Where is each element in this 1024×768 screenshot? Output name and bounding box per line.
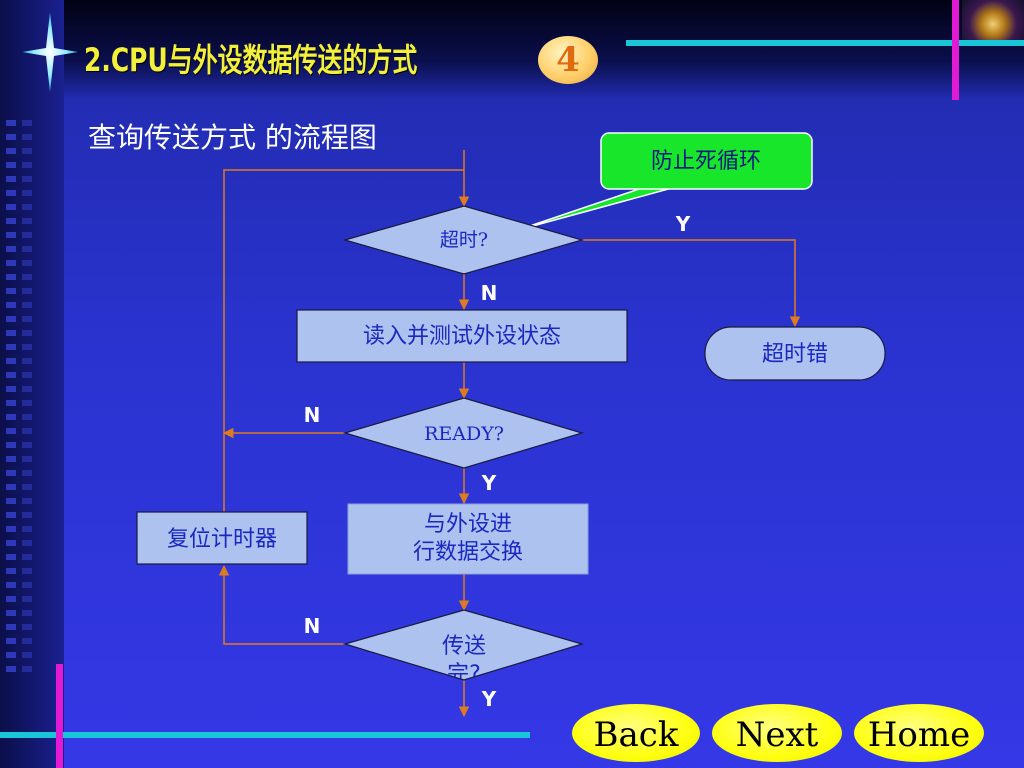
corner-decor-image (962, 0, 1024, 40)
callout-pointer (517, 187, 673, 231)
ready-decision-label: READY? (424, 423, 504, 445)
ready-no-label: N (304, 403, 321, 427)
callout-text: 防止死循环 (651, 149, 761, 174)
timeout-error-label: 超时错 (762, 342, 828, 367)
transfer-done-label-2: 完? (447, 662, 481, 687)
decor-line-magenta-top (952, 0, 959, 100)
ready-yes-label: Y (481, 471, 497, 495)
timeout-no-label: N (481, 281, 498, 305)
next-button[interactable]: Next (712, 704, 842, 762)
page-number-badge: 4 (538, 36, 598, 84)
timeout-decision (342, 205, 585, 275)
timeout-yes-label: Y (675, 212, 691, 236)
done-no-label: N (304, 614, 321, 638)
sparkle-star-icon (22, 12, 78, 92)
back-button[interactable]: Back (572, 704, 700, 762)
data-exchange-box (347, 503, 589, 575)
ready-decision (342, 397, 585, 469)
left-decor-squares-2 (22, 120, 32, 680)
left-decor-squares (6, 120, 16, 680)
transfer-done-decision (342, 609, 585, 681)
timeout-error-terminal (704, 326, 886, 381)
read-status-box (296, 309, 628, 363)
done-yes-label: Y (481, 687, 497, 711)
home-button[interactable]: Home (854, 704, 984, 762)
decor-line-cyan-top (626, 40, 1024, 46)
decor-line-cyan-bottom (0, 732, 530, 738)
read-status-label: 读入并测试外设状态 (363, 324, 561, 349)
page-title: 2.CPU与外设数据传送的方式 (84, 41, 418, 79)
decor-line-magenta-bottom (56, 664, 63, 768)
data-exchange-label-1: 与外设进 (424, 512, 512, 537)
reset-timer-label: 复位计时器 (167, 527, 277, 552)
callout-box (600, 132, 813, 190)
flow-connectors (218, 150, 801, 718)
timeout-decision-label: 超时? (440, 229, 488, 251)
transfer-done-label-1: 传送 (442, 634, 486, 659)
data-exchange-label-2: 行数据交换 (413, 540, 523, 565)
diagram-subtitle: 查询传送方式 的流程图 (88, 121, 377, 154)
reset-timer-box (136, 511, 308, 565)
